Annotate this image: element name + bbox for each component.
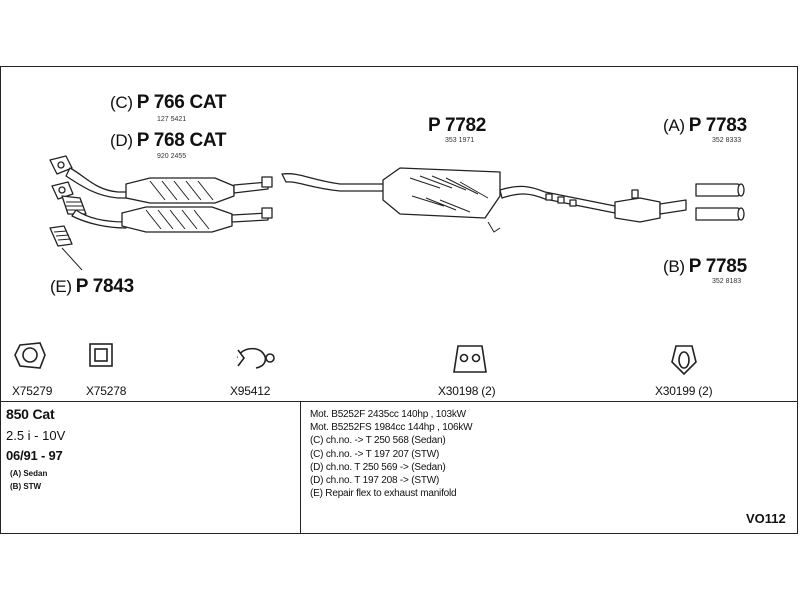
tailpipe-a [695,183,745,197]
manifold-flange-lower [51,181,74,200]
part-mid-code: P 7782 [428,115,487,136]
part-e-code: P 7843 [75,276,134,297]
part-b-prefix: (B) [663,257,685,276]
rubber-ring-hanger-icon [671,345,697,376]
note-line: (C) ch.no. -> T 197 207 (STW) [310,448,440,460]
part-d-prefix: (D) [110,131,133,150]
variant-b: (B) STW [10,482,42,491]
catalyst-c [125,177,235,204]
part-c-label: (C)P 766 CAT [110,92,227,114]
part-a-prefix: (A) [663,116,685,135]
part-b-oem: 352 8183 [712,278,742,285]
down-pipe-upper [65,167,131,199]
notes-list: Mot. B5252F 2435cc 140hp , 103kW Mot. B5… [310,408,473,500]
square-gasket-icon [89,343,113,367]
accessory-code: X75278 [86,384,127,398]
hanger-bracket-3 [569,199,577,207]
clamp-icon [237,347,275,369]
pipe-end-upper [261,176,273,188]
part-b-label: (B)P 7785 [663,256,747,278]
catalyst-d [121,206,233,233]
part-e-label: (E)P 7843 [50,276,134,298]
middle-silencer [382,167,501,233]
vehicle-years: 06/91 - 97 [6,448,63,463]
cat-pipe-lower [231,212,269,223]
table-divider [300,401,301,534]
note-line: Mot. B5252F 2435cc 140hp , 103kW [310,409,466,420]
part-a-oem: 352 8333 [712,137,742,144]
cat-pipe-upper [233,181,269,194]
tailpipe-b [695,207,745,221]
accessory-code: X75279 [12,384,53,398]
note-line: (E) Repair flex to exhaust manifold [310,488,457,500]
diagram-sheet [0,66,798,534]
accessory-code: X30199 (2) [655,384,713,398]
vehicle-engine: 2.5 i - 10V [6,428,66,443]
part-e-prefix: (E) [50,277,72,296]
part-mid-oem: 353 1971 [445,137,475,144]
middle-pipe [281,173,386,192]
round-gasket-icon [14,342,46,369]
part-d-oem: 920 2455 [157,153,187,160]
part-c-prefix: (C) [110,93,133,112]
note-line: (D) ch.no. T 250 569 -> (Sedan) [310,461,446,473]
part-a-label: (A)P 7783 [663,115,747,137]
flex-part-lower [49,225,73,247]
down-pipe-lower [71,209,127,229]
hanger-bracket-2 [557,196,565,204]
note-line: Mot. B5252FS 1984cc 144hp , 106kW [310,422,473,434]
note-line: (C) ch.no. -> T 250 568 (Sedan) [310,435,446,447]
accessory-code: X95412 [230,384,271,398]
hanger-bracket-1 [545,193,553,201]
pipe-end-lower [261,207,273,219]
vehicle-model: 850 Cat [6,406,55,422]
manifold-flange-upper [49,155,73,175]
part-d-code: P 768 CAT [136,130,227,151]
flex-pipe-e [61,195,87,215]
accessory-code: X30198 (2) [438,384,496,398]
part-d-label: (D)P 768 CAT [110,130,227,152]
variant-a: (A) Sedan [10,469,48,478]
part-c-oem: 127 5421 [157,116,187,123]
rubber-hanger-icon [453,345,487,373]
table-top-border [0,401,798,402]
part-b-code: P 7785 [688,256,747,277]
leader-line-e [61,247,83,271]
part-a-code: P 7783 [688,115,747,136]
note-line: (D) ch.no. T 197 208 -> (STW) [310,475,440,487]
reference-code: VO112 [746,511,786,526]
rear-silencer [614,189,687,223]
part-c-code: P 766 CAT [136,92,227,113]
